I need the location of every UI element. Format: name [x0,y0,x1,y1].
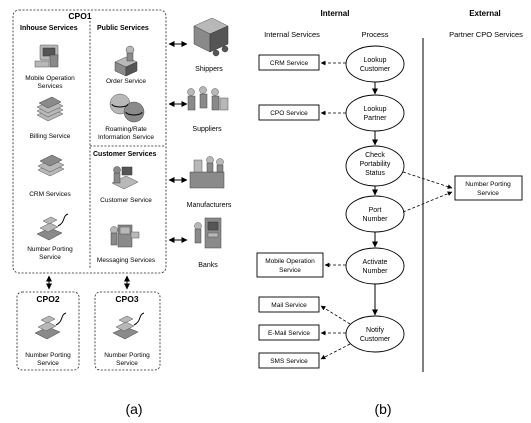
customer-services-title: Customer Services [93,151,157,158]
process-activate-l2: Number [363,268,389,275]
process-notify-customer [345,315,405,353]
caption-a: (a) [125,401,142,417]
mobile-operation-service-l2: Service [279,267,301,274]
external-number-porting-l1: Number Porting [465,181,511,188]
process-port-l2: Number [363,216,389,223]
caption-b: (b) [374,401,391,417]
banks-icon [194,217,222,249]
cpo2-phone-icon [34,312,67,340]
process-lookup-partner-l1: Lookup [364,106,387,113]
header-internal: Internal [321,9,350,18]
manufacturers-label: Manufacturers [187,202,232,209]
cpo2-label-2: Service [37,360,59,367]
process-notify-l2: Customer [360,336,391,343]
number-porting-phone-icon [36,213,69,241]
process-lookup-customer-l2: Customer [360,66,391,73]
external-number-porting-l2: Service [477,190,499,197]
cpo3-label-2: Service [116,360,138,367]
sms-service-box [258,352,320,369]
call-mail-arrow [320,305,351,325]
external-number-porting-box [454,175,523,201]
number-porting-label-1: Number Porting [27,246,73,253]
process-check-l1: Check [365,152,385,159]
process-check-l3: Status [365,170,385,177]
cpo-service-box [258,104,320,121]
sms-service-label: SMS Service [270,358,308,365]
mobile-operation-service-box [256,252,324,278]
cpo3-label-1: Number Porting [104,352,150,359]
process-check-l2: Portability [360,161,391,168]
cpo3-box [94,291,161,371]
panel-b: Internal External Internal Services Proc… [256,9,523,417]
roaming-label-2: Information Service [98,134,154,141]
number-porting-label-2: Service [39,254,61,261]
process-notify-l1: Notify [366,327,384,334]
cpo3-phone-icon [112,312,145,340]
crm-icon [37,154,65,177]
cpo3-title: CPO3 [115,294,138,304]
roaming-label-1: Roaming/Rate [105,126,147,133]
col-internal-services: Internal Services [264,30,320,39]
mail-service-label: Mail Service [271,302,307,309]
mobile-operation-service-l1: Mobile Operation [265,258,315,265]
email-service-label: E-Mail Service [268,330,310,337]
panel-a: CPO1 Inhouse Services Mobile Operation S… [12,9,232,417]
email-service-box [258,324,320,341]
customer-service-label: Customer Service [100,197,152,204]
banks-label: Banks [198,262,218,269]
mail-service-box [258,296,320,313]
process-activate-number [345,247,405,285]
process-lookup-partner [345,94,405,132]
process-lookup-customer [345,45,405,83]
process-port-number [345,195,405,233]
process-activate-l1: Activate [363,259,388,266]
shippers-icon [193,17,229,57]
cpo2-box [16,291,80,371]
cpo-service-label: CPO Service [270,110,308,117]
crm-service-box [258,54,320,71]
mobile-operation-label-1: Mobile Operation [25,75,75,82]
billing-label: Billing Service [30,133,71,140]
crm-label: CRM Services [29,191,71,198]
messaging-label: Messaging Services [97,257,156,264]
messaging-icon [110,224,140,248]
order-service-icon [114,45,138,77]
cpo1-box [12,9,167,274]
order-service-label: Order Service [106,78,146,85]
cpo2-title: CPO2 [36,294,59,304]
roaming-globe-icon [109,93,145,123]
col-process: Process [361,30,388,39]
header-external: External [469,9,501,18]
cpo1-title: CPO1 [68,11,91,21]
public-title: Public Services [97,25,149,32]
call-external-arrow-2 [402,191,453,213]
crm-service-label: CRM Service [270,60,309,67]
inhouse-title: Inhouse Services [20,25,78,32]
process-lookup-customer-l1: Lookup [364,57,387,64]
col-partner-services: Partner CPO Services [449,30,523,39]
shippers-label: Shippers [195,66,223,73]
suppliers-label: Suppliers [192,126,222,133]
cpo2-label-1: Number Porting [25,352,71,359]
mobile-operation-label-2: Services [38,83,64,90]
process-port-l1: Port [369,207,382,214]
suppliers-icon [187,86,229,111]
call-sms-arrow [320,343,351,360]
billing-icon [36,96,64,122]
customer-service-icon [111,166,139,190]
manufacturers-icon [189,156,225,189]
mobile-operation-icon [34,44,59,68]
call-external-arrow-1 [402,171,453,189]
process-lookup-partner-l2: Partner [364,115,388,122]
